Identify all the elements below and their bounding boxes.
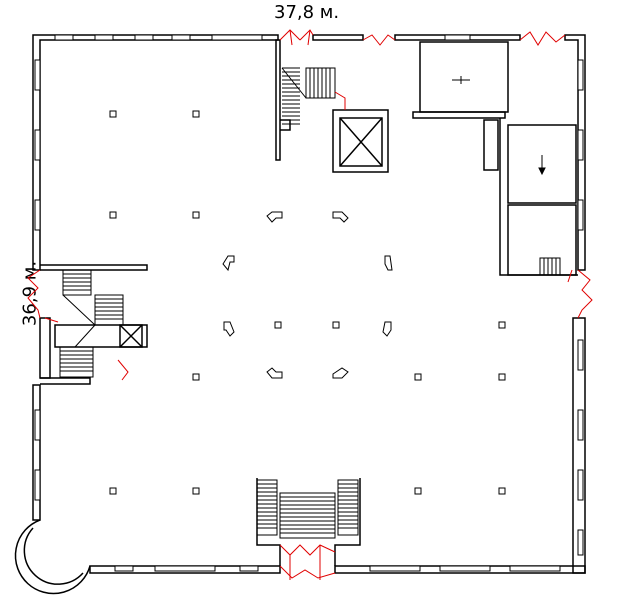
interior-walls [39, 39, 578, 566]
arrows [452, 76, 546, 176]
curved-columns [222, 211, 393, 379]
dimension-width-label: 37,8 м. [274, 2, 340, 23]
openings [27, 29, 593, 580]
columns [109, 110, 506, 495]
stairs [59, 67, 561, 539]
top-staircase [281, 67, 336, 125]
left-staircase [59, 269, 124, 378]
right-small-stair [539, 257, 561, 276]
rotunda [14, 519, 91, 595]
bottom-staircase [256, 479, 359, 539]
windows [34, 34, 584, 572]
